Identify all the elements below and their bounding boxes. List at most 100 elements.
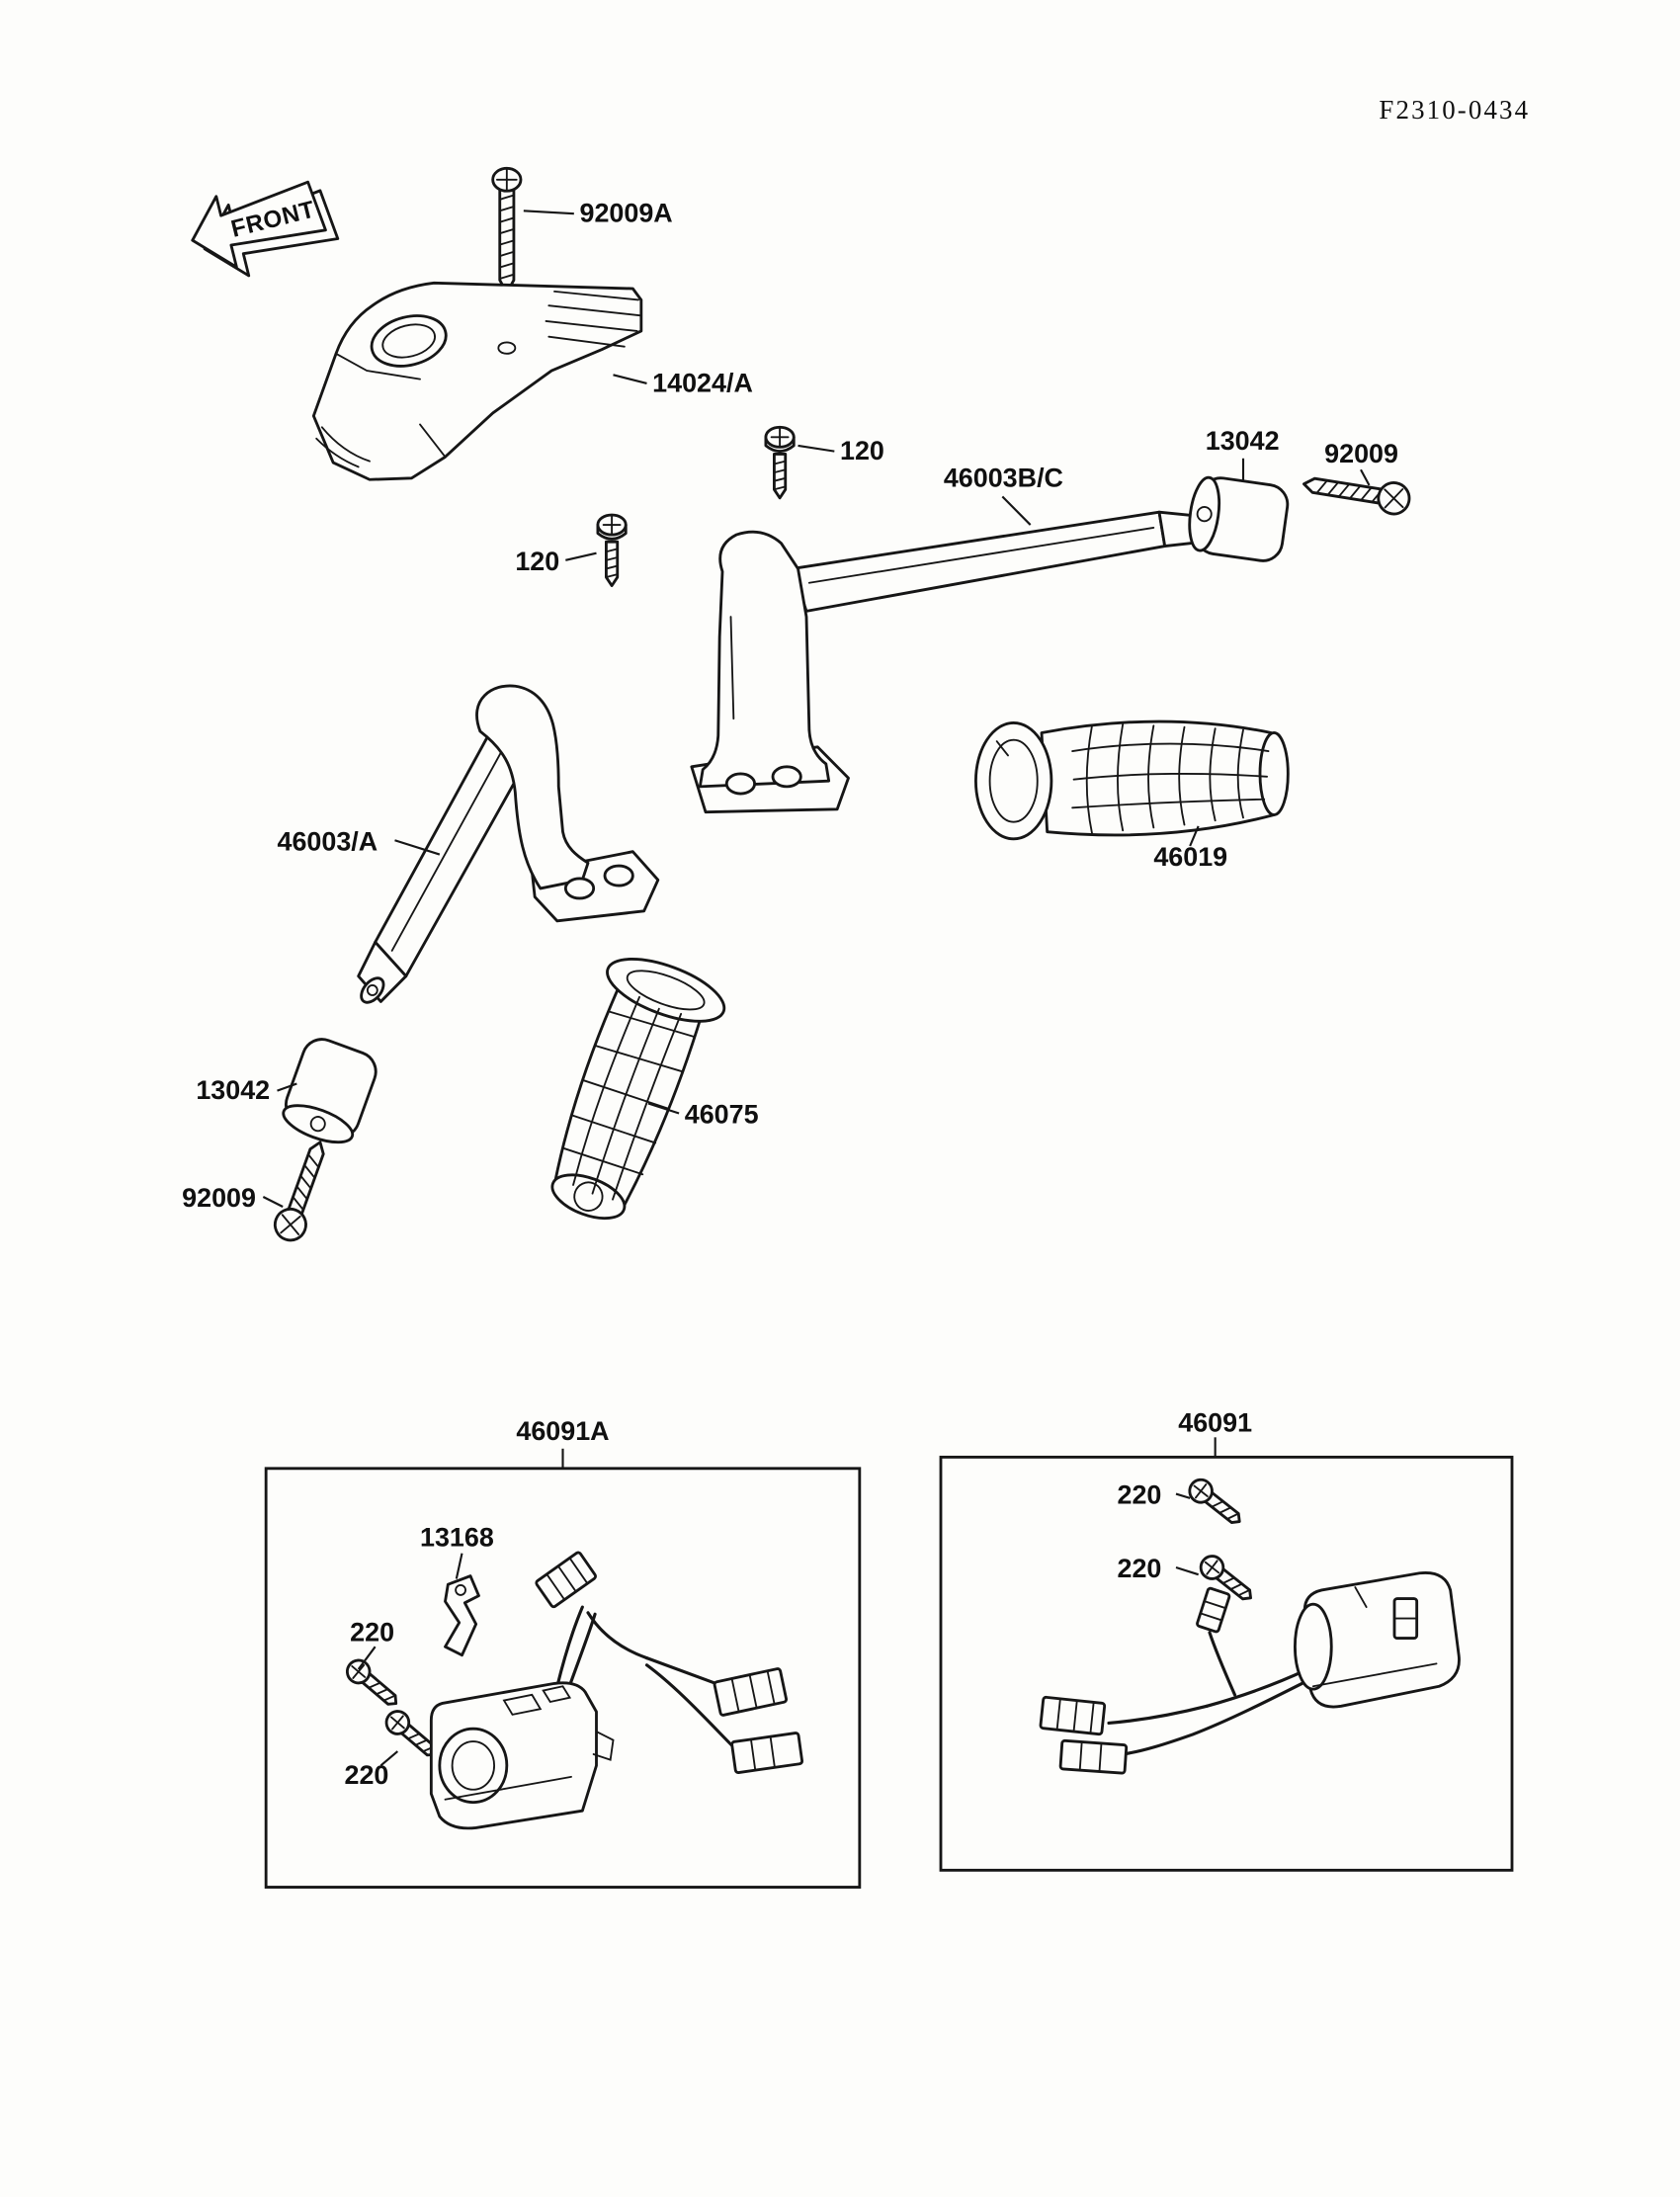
screw-cross-slot: [1384, 488, 1404, 509]
leader-13168: [455, 1553, 463, 1579]
foot-hole-right: [603, 864, 634, 887]
bracket-arm: [698, 530, 831, 789]
handlebar-right-46003bc: [690, 510, 1210, 814]
wire: [644, 1656, 721, 1687]
label-220-right-lower: 220: [1117, 1554, 1161, 1583]
label-14024: 14024/A: [652, 368, 753, 397]
bolt-threads: [773, 460, 787, 491]
wiring-harness-right: [1039, 1586, 1309, 1775]
assembly-box-border: [939, 1455, 1514, 1872]
screw-cross-slot: [389, 1715, 405, 1731]
connector-left-upper: [1039, 1695, 1107, 1736]
screw-threads: [1211, 1500, 1240, 1520]
label-46091a: 46091A: [516, 1416, 609, 1446]
label-120-right: 120: [840, 436, 884, 465]
leader-92009-left: [262, 1196, 284, 1208]
leader-92009-right: [1360, 468, 1371, 486]
label-92009-left: 92009: [182, 1183, 256, 1213]
bolt-cross-slot: [770, 427, 790, 447]
leader-lines: [262, 210, 1371, 1767]
tube-highlight: [390, 745, 505, 952]
label-46019: 46019: [1153, 842, 1227, 872]
wire: [1205, 1667, 1309, 1708]
front-arrow-face: [191, 180, 327, 269]
screw-threads: [1315, 479, 1384, 503]
screw-shank: [287, 1141, 325, 1217]
clamp-13168: [444, 1574, 480, 1657]
weight-face: [1188, 475, 1221, 552]
label-92009-right: 92009: [1324, 439, 1398, 468]
tube-end-face: [360, 976, 385, 1004]
connector-top: [1196, 1586, 1231, 1634]
label-120-left: 120: [515, 547, 559, 576]
leader-120-right: [798, 444, 835, 453]
tube: [791, 510, 1167, 613]
connector-pins: [730, 1669, 776, 1713]
bracket-detail: [729, 616, 735, 720]
connector-pins: [546, 1557, 589, 1601]
screw-threads: [368, 1681, 396, 1702]
housing-lever: [592, 1731, 615, 1761]
connector-pins: [750, 1735, 776, 1772]
housing-detail: [1354, 1586, 1368, 1609]
leader-220-left-upper: [357, 1646, 377, 1670]
wire: [1107, 1704, 1209, 1726]
weight-hole: [1196, 506, 1213, 523]
weight-13042-left: [282, 1038, 378, 1144]
wire: [566, 1612, 597, 1691]
foot-hole-right: [771, 765, 802, 789]
holder-outline: [311, 281, 643, 481]
connector-body: [730, 1732, 804, 1774]
wire: [1208, 1631, 1237, 1697]
holder-clamp-hole-inner: [381, 323, 436, 359]
grip-texture: [561, 995, 695, 1201]
holder-clamp-hole: [370, 314, 448, 368]
connector-pins: [1078, 1740, 1103, 1773]
leader-46003a: [394, 839, 441, 856]
label-46003bc: 46003B/C: [944, 463, 1063, 492]
leader-46003bc: [1001, 495, 1032, 526]
label-13042-left: 13042: [196, 1075, 270, 1105]
assembly-box-46091: [939, 1437, 1514, 1872]
connector-right-lower: [730, 1732, 804, 1774]
holder-screw-hole: [497, 341, 517, 355]
label-220-left-lower: 220: [345, 1760, 389, 1790]
screw-92009-right: [1302, 476, 1411, 516]
leader-220-left-lower: [379, 1750, 399, 1767]
holder-14024: [311, 281, 643, 481]
screw-threads: [498, 194, 515, 280]
screw-cross-slot: [280, 1214, 301, 1235]
housing-buttons: [502, 1685, 572, 1716]
connector-body: [535, 1551, 597, 1609]
assembly-box-46091a: [264, 1448, 862, 1889]
figure-code: F2310-0434: [1379, 95, 1530, 125]
bracket-arm: [475, 684, 590, 890]
label-220-right-upper: 220: [1117, 1479, 1161, 1509]
grip-flange-inner: [626, 970, 706, 1011]
connector-top: [535, 1551, 597, 1609]
label-13168: 13168: [420, 1522, 494, 1552]
wire: [555, 1605, 584, 1688]
part-labels: 92009A 14024/A 120 46003B/C 13042 92009 …: [182, 199, 1398, 1790]
weight-hole: [309, 1116, 326, 1133]
leader-13042-left: [277, 1082, 297, 1092]
bolt-120-right: [764, 425, 796, 500]
tube-highlight: [807, 526, 1155, 584]
holder-hatch-lines: [315, 290, 641, 468]
connector-body: [1058, 1738, 1129, 1775]
label-46075: 46075: [685, 1099, 759, 1129]
front-direction-arrow: FRONT: [191, 180, 340, 278]
housing-body: [1302, 1570, 1461, 1709]
screw-cross-slot: [351, 1663, 367, 1679]
grip-texture: [1071, 722, 1270, 835]
housing-bar-hole-inner: [451, 1740, 496, 1791]
bolt-cross-slot: [602, 515, 622, 535]
clamp-hole: [455, 1583, 466, 1596]
label-13042-right: 13042: [1206, 426, 1280, 456]
foot-hole-left: [563, 877, 596, 900]
screw-threads: [292, 1153, 320, 1212]
screw-220-right-lower: [1199, 1555, 1252, 1601]
screw-220-left-upper: [345, 1658, 398, 1706]
grip-46075: [550, 958, 726, 1221]
connector-pins: [1199, 1600, 1227, 1622]
